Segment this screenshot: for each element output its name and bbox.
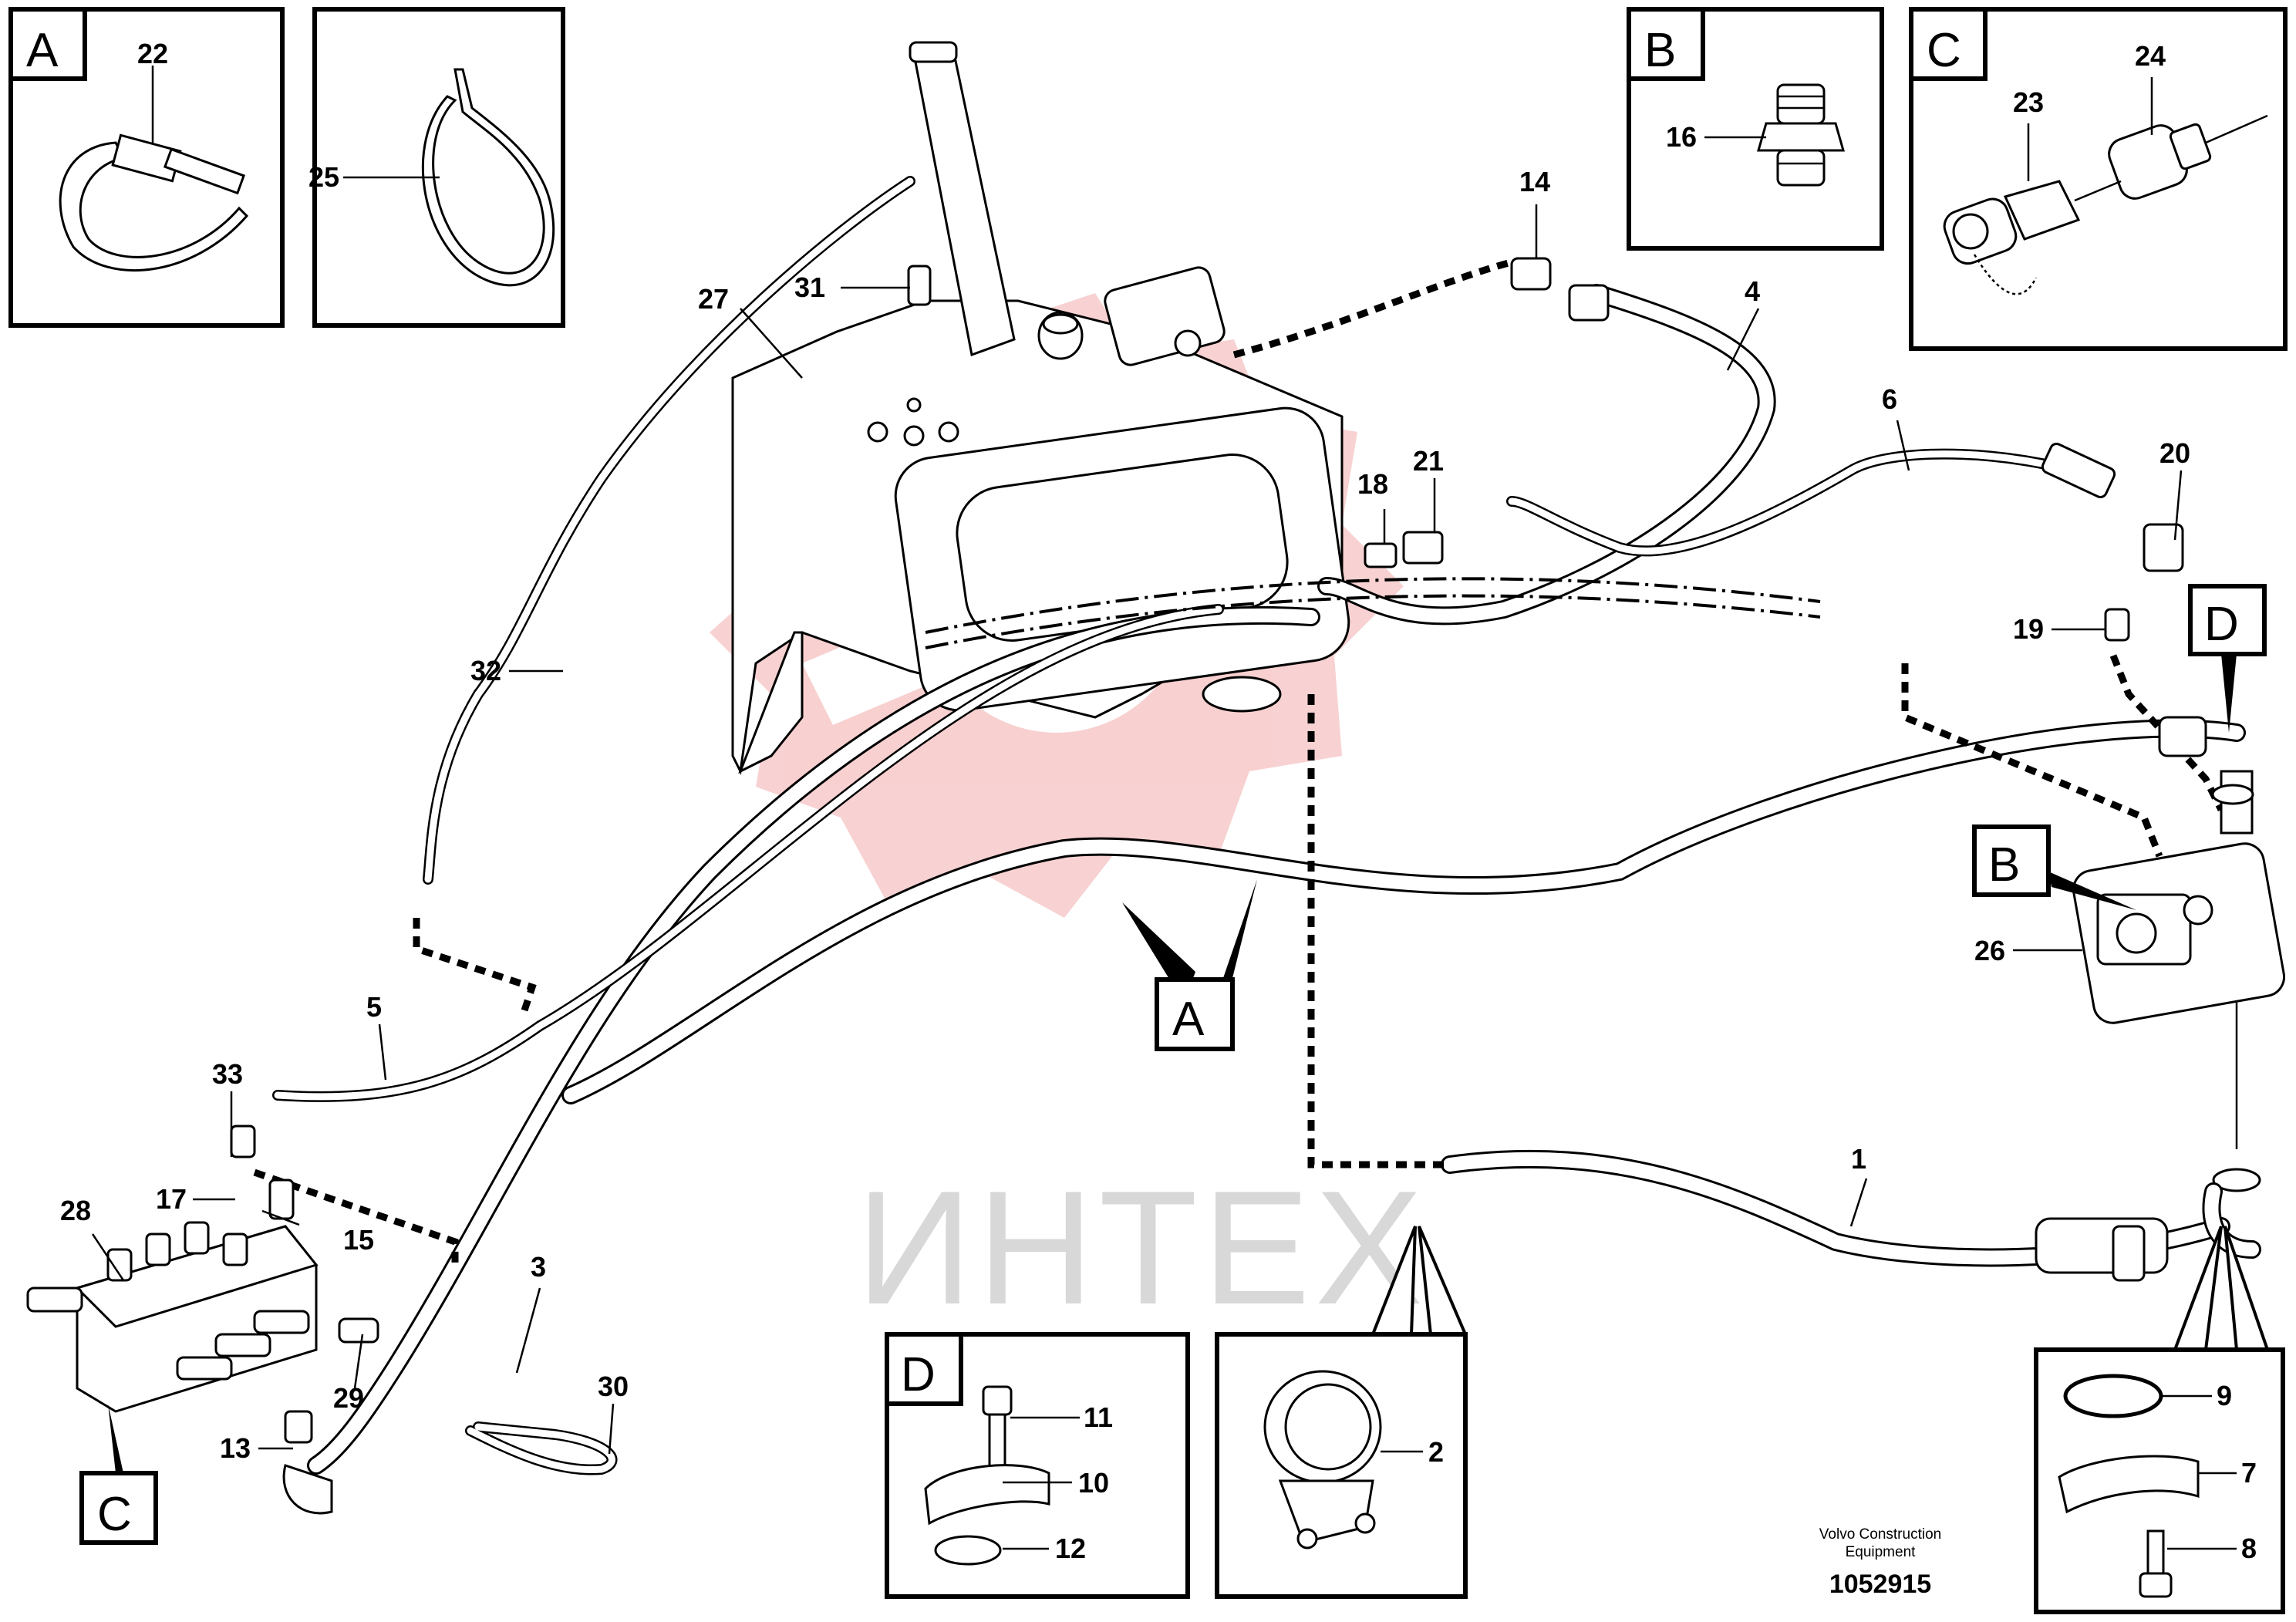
detail-box-clamp: 2 (1215, 1226, 1468, 1599)
part-label-5: 5 (366, 991, 382, 1023)
callout-a: A (1122, 879, 1257, 1051)
part-label-2: 2 (1428, 1436, 1444, 1468)
hose-30 (465, 1421, 618, 1475)
part-label-8: 8 (2241, 1533, 2257, 1564)
detail-box-d-letter: D (901, 1348, 936, 1401)
part-label-29: 29 (333, 1382, 364, 1414)
part-label-33: 33 (212, 1058, 243, 1090)
test-coupling-icon (1943, 180, 2081, 295)
part-label-25: 25 (308, 161, 339, 193)
part-label-21: 21 (1413, 445, 1444, 477)
detail-box-a: A 22 (8, 7, 285, 328)
split-flange-icon (2058, 1455, 2200, 1514)
watermark-text: ИНТЕХ (856, 1157, 1428, 1338)
callout-d: D (2188, 584, 2267, 733)
footer-brand-line1: Volvo Construction (1819, 1526, 1941, 1543)
flange-bolt-icon (2139, 1529, 2173, 1598)
part-label-19: 19 (2013, 613, 2044, 645)
detail-box-c: C 23 24 (1909, 7, 2288, 351)
part-label-27: 27 (698, 283, 729, 315)
callout-b-letter: B (1988, 838, 2020, 892)
footer: Volvo Construction Equipment 1052915 (1819, 1526, 1941, 1599)
hose-5 (272, 604, 1224, 1102)
part-label-10: 10 (1078, 1467, 1109, 1499)
part-label-15: 15 (343, 1224, 374, 1256)
detail-box-d: D 11 10 12 (885, 1332, 1190, 1599)
drawing-number: 1052915 (1829, 1570, 1931, 1599)
callout-c-letter: C (97, 1488, 132, 1541)
part-label-1: 1 (1851, 1143, 1866, 1175)
part-label-28: 28 (60, 1195, 91, 1226)
part-label-7: 7 (2241, 1457, 2257, 1489)
leader-lines (91, 204, 2183, 1455)
hose-1 (1441, 1149, 2230, 1282)
detail-box-a-letter: A (26, 24, 59, 77)
footer-brand-line2: Equipment (1846, 1544, 1917, 1560)
detail-box-c-letter: C (1927, 24, 1961, 77)
detail-box-b: B 16 (1627, 7, 1884, 251)
o-ring-icon (934, 1535, 1002, 1566)
part-label-32: 32 (470, 655, 501, 686)
hose-main-return (561, 719, 2246, 1104)
part-label-30: 30 (598, 1371, 629, 1402)
pilot-line-dashdot (925, 577, 1821, 649)
hydraulic-tank (731, 41, 1350, 775)
part-label-26: 26 (1974, 935, 2005, 966)
part-label-16: 16 (1666, 121, 1697, 153)
part-label-18: 18 (1357, 468, 1388, 500)
bolt-icon (982, 1385, 1013, 1472)
adapter-fitting-icon (1757, 83, 1845, 187)
hose-32 (423, 176, 915, 885)
part-label-14: 14 (1519, 166, 1550, 197)
part-label-3: 3 (531, 1251, 546, 1283)
part-label-9: 9 (2217, 1380, 2232, 1411)
detail-box-flange: 9 7 8 (2034, 1226, 2285, 1614)
part-label-20: 20 (2159, 437, 2190, 469)
hose-clamp-strap-icon (59, 141, 249, 272)
hydraulic-pump (2072, 770, 2286, 1259)
callout-b: B (1972, 824, 2136, 910)
hose-6 (1506, 448, 2103, 557)
part-label-31: 31 (794, 271, 825, 303)
part-label-17: 17 (156, 1183, 187, 1215)
part-label-12: 12 (1055, 1533, 1086, 1564)
hose-clamp-icon (1263, 1370, 1382, 1549)
half-flange-icon (924, 1464, 1050, 1526)
test-nipple-icon (2074, 114, 2268, 202)
fittings (907, 257, 2254, 805)
part-labels: 31 27 32 14 4 6 20 18 21 19 26 1 5 33 17… (60, 166, 2190, 1464)
cable-tie-icon (421, 68, 555, 287)
part-label-6: 6 (1882, 383, 1897, 415)
dashed-connections (253, 258, 2225, 1265)
control-valve-block (26, 1125, 379, 1515)
part-label-24: 24 (2135, 40, 2166, 72)
part-label-13: 13 (220, 1432, 251, 1464)
callout-d-letter: D (2204, 598, 2239, 651)
callout-c: C (79, 1404, 158, 1545)
hose-4 (1317, 284, 1776, 626)
callout-a-letter: A (1172, 993, 1205, 1046)
part-label-22: 22 (137, 38, 168, 69)
detail-box-cable-tie: 25 (308, 7, 565, 328)
part-label-23: 23 (2013, 86, 2044, 118)
part-label-4: 4 (1745, 275, 1760, 307)
detail-box-b-letter: B (1644, 24, 1676, 77)
part-label-11: 11 (1084, 1401, 1113, 1433)
